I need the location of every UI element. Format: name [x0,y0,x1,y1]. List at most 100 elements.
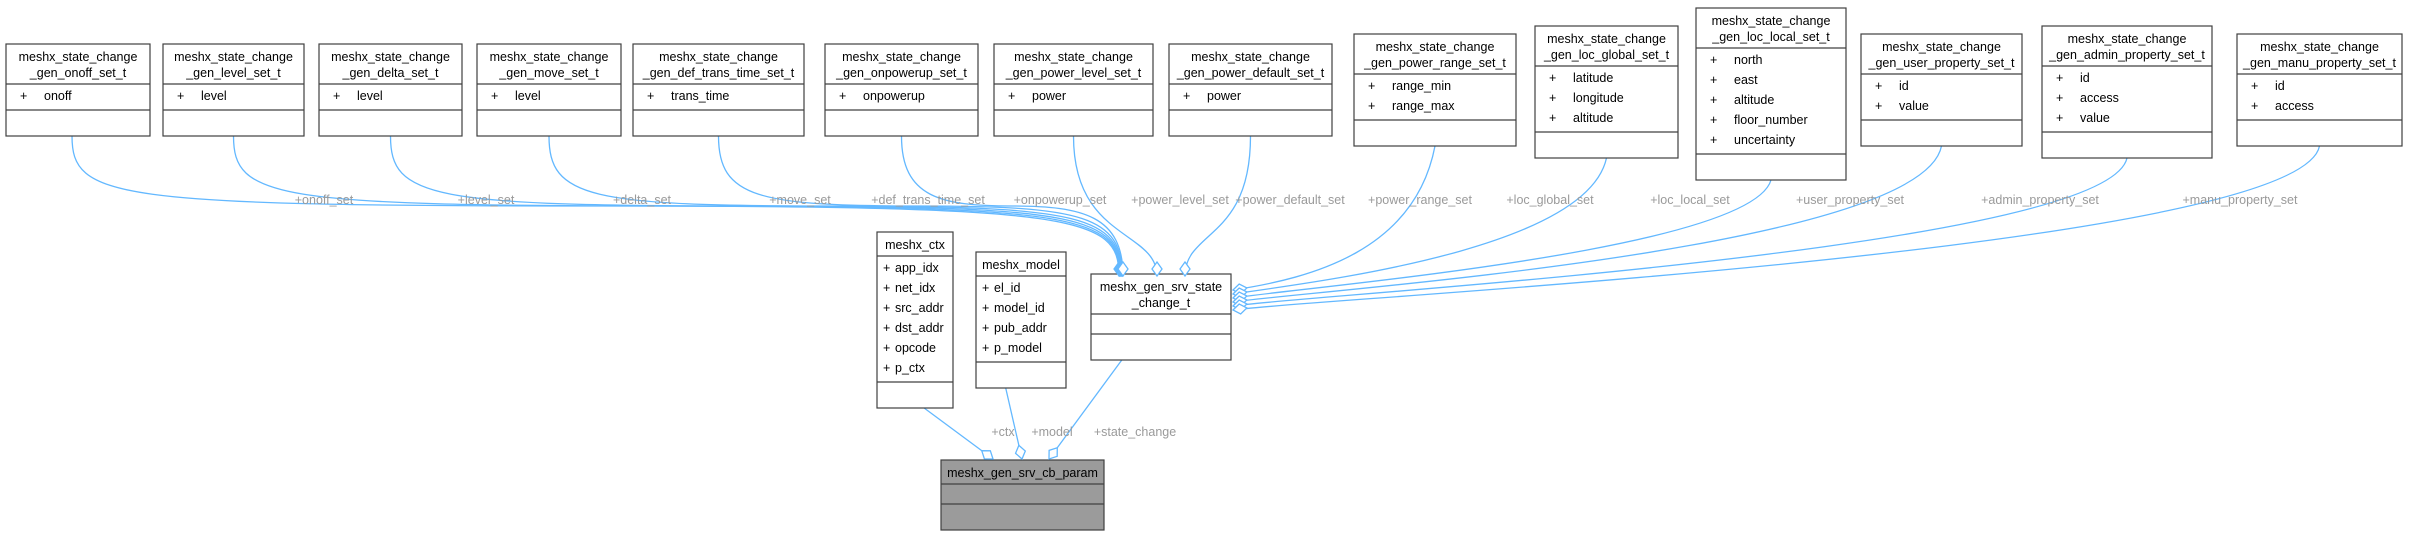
attribute-name: src_addr [895,301,944,315]
edge-label-loclocal: +loc_local_set [1650,193,1730,207]
attribute-visibility: + [1183,89,1190,103]
attribute-name: altitude [1734,93,1774,107]
attribute-name: net_idx [895,281,936,295]
attribute-visibility: + [982,341,989,355]
class-box-frame [975,251,1067,389]
edge-label-move: +move_set [769,193,831,207]
edge-label-deftt: +def_trans_time_set [871,193,985,207]
class-box-frame [876,231,954,409]
attribute-visibility: + [647,89,654,103]
class-title: meshx_state_change [1191,50,1310,64]
attribute-name: level [515,89,541,103]
attribute-visibility: + [982,281,989,295]
attribute-visibility: + [883,261,890,275]
class-box-frame [1168,43,1333,137]
class-title: _gen_delta_set_t [342,66,439,80]
class-title: _gen_power_range_set_t [1363,56,1506,70]
class-box-delta: meshx_state_change_gen_delta_set_t+level [318,43,463,137]
attribute-name: power [1032,89,1066,103]
attribute-visibility: + [1368,79,1375,93]
edge-label-manuprop: +manu_property_set [2182,193,2298,207]
class-box-powerlevel: meshx_state_change_gen_power_level_set_t… [993,43,1154,137]
attribute-visibility: + [177,89,184,103]
attribute-visibility: + [491,89,498,103]
class-title: _gen_admin_property_set_t [2048,48,2205,62]
attribute-name: p_ctx [895,361,926,375]
edge-label-ctx: +ctx [991,425,1015,439]
class-title: meshx_state_change [1882,40,2001,54]
attribute-visibility: + [1710,73,1717,87]
class-box-powerrange: meshx_state_change_gen_power_range_set_t… [1353,33,1517,147]
class-title: _gen_onoff_set_t [29,66,127,80]
class-box-ctx: meshx_ctx+app_idx+net_idx+src_addr+dst_a… [876,231,954,409]
attribute-visibility: + [883,341,890,355]
attribute-name: level [357,89,383,103]
aggregation-diamond [1179,260,1191,278]
attribute-visibility: + [1368,99,1375,113]
attribute-visibility: + [1549,111,1556,125]
attribute-visibility: + [982,301,989,315]
class-box-onoff: meshx_state_change_gen_onoff_set_t+onoff [5,43,151,137]
class-box-frame [1695,7,1847,181]
attribute-visibility: + [1710,133,1717,147]
aggregation-diamond [1014,444,1027,461]
aggregation-diamond [1048,446,1058,460]
attribute-name: floor_number [1734,113,1808,127]
aggregation-diamond [1231,303,1248,315]
attribute-name: latitude [1573,71,1613,85]
attribute-name: access [2080,91,2119,105]
class-box-statechange: meshx_gen_srv_state_change_t [1090,273,1232,361]
class-title: _gen_level_set_t [185,66,281,80]
class-box-level: meshx_state_change_gen_level_set_t+level [162,43,305,137]
class-box-loclocal: meshx_state_change_gen_loc_local_set_t+n… [1695,7,1847,181]
edge-userprop [1232,145,1943,303]
class-box-userprop: meshx_state_change_gen_user_property_set… [1860,33,2023,147]
edge-label-onpowerup: +onpowerup_set [1014,193,1107,207]
attribute-visibility: + [1549,71,1556,85]
attribute-visibility: + [1549,91,1556,105]
edge-powerrange [1232,145,1436,291]
class-box-powerdefault: meshx_state_change _gen_power_default_set… [1168,43,1333,137]
attribute-name: range_min [1392,79,1451,93]
class-title: _gen_loc_local_set_t [1711,30,1830,44]
class-box-adminprop: meshx_state_change_gen_admin_property_se… [2041,25,2213,159]
aggregation-diamond [1151,260,1163,278]
class-title: meshx_state_change [1547,32,1666,46]
attribute-name: id [2080,71,2090,85]
class-box-frame [2041,25,2213,159]
class-title: _gen_power_level_set_t [1005,66,1142,80]
attribute-name: east [1734,73,1758,87]
class-box-frame [318,43,463,137]
attribute-visibility: + [1710,113,1717,127]
class-boxes-layer: meshx_state_change_gen_onoff_set_t+onoff… [5,7,2403,531]
attribute-visibility: + [1875,79,1882,93]
attribute-name: altitude [1573,111,1613,125]
class-box-deftt: meshx_state_change_gen_def_trans_time_se… [632,43,805,137]
attribute-name: range_max [1392,99,1455,113]
aggregation-diamond [980,450,994,460]
attribute-visibility: + [982,321,989,335]
attribute-visibility: + [333,89,340,103]
attribute-visibility: + [2251,99,2258,113]
attribute-name: uncertainty [1734,133,1796,147]
class-box-frame [632,43,805,137]
edge-label-model: +model [1031,425,1072,439]
class-box-frame [1353,33,1517,147]
edge-label-onoff: +onoff_set [295,193,354,207]
class-box-frame [1860,33,2023,147]
edge-onpowerup [900,135,1124,277]
class-box-frame [940,459,1105,531]
class-title: meshx_state_change [1712,14,1831,28]
edge-label-adminprop: +admin_property_set [1981,193,2099,207]
class-title: _gen_power_default_set_t [1176,66,1325,80]
class-title: meshx_state_change [490,50,609,64]
class-title: meshx_gen_srv_state [1100,280,1222,294]
class-title: _gen_loc_global_set_t [1543,48,1670,62]
edge-deftt [717,135,1123,277]
class-box-frame [824,43,979,137]
attribute-name: access [2275,99,2314,113]
attribute-visibility: + [1008,89,1015,103]
class-box-frame [162,43,305,137]
edge-adminprop [1232,157,2128,307]
